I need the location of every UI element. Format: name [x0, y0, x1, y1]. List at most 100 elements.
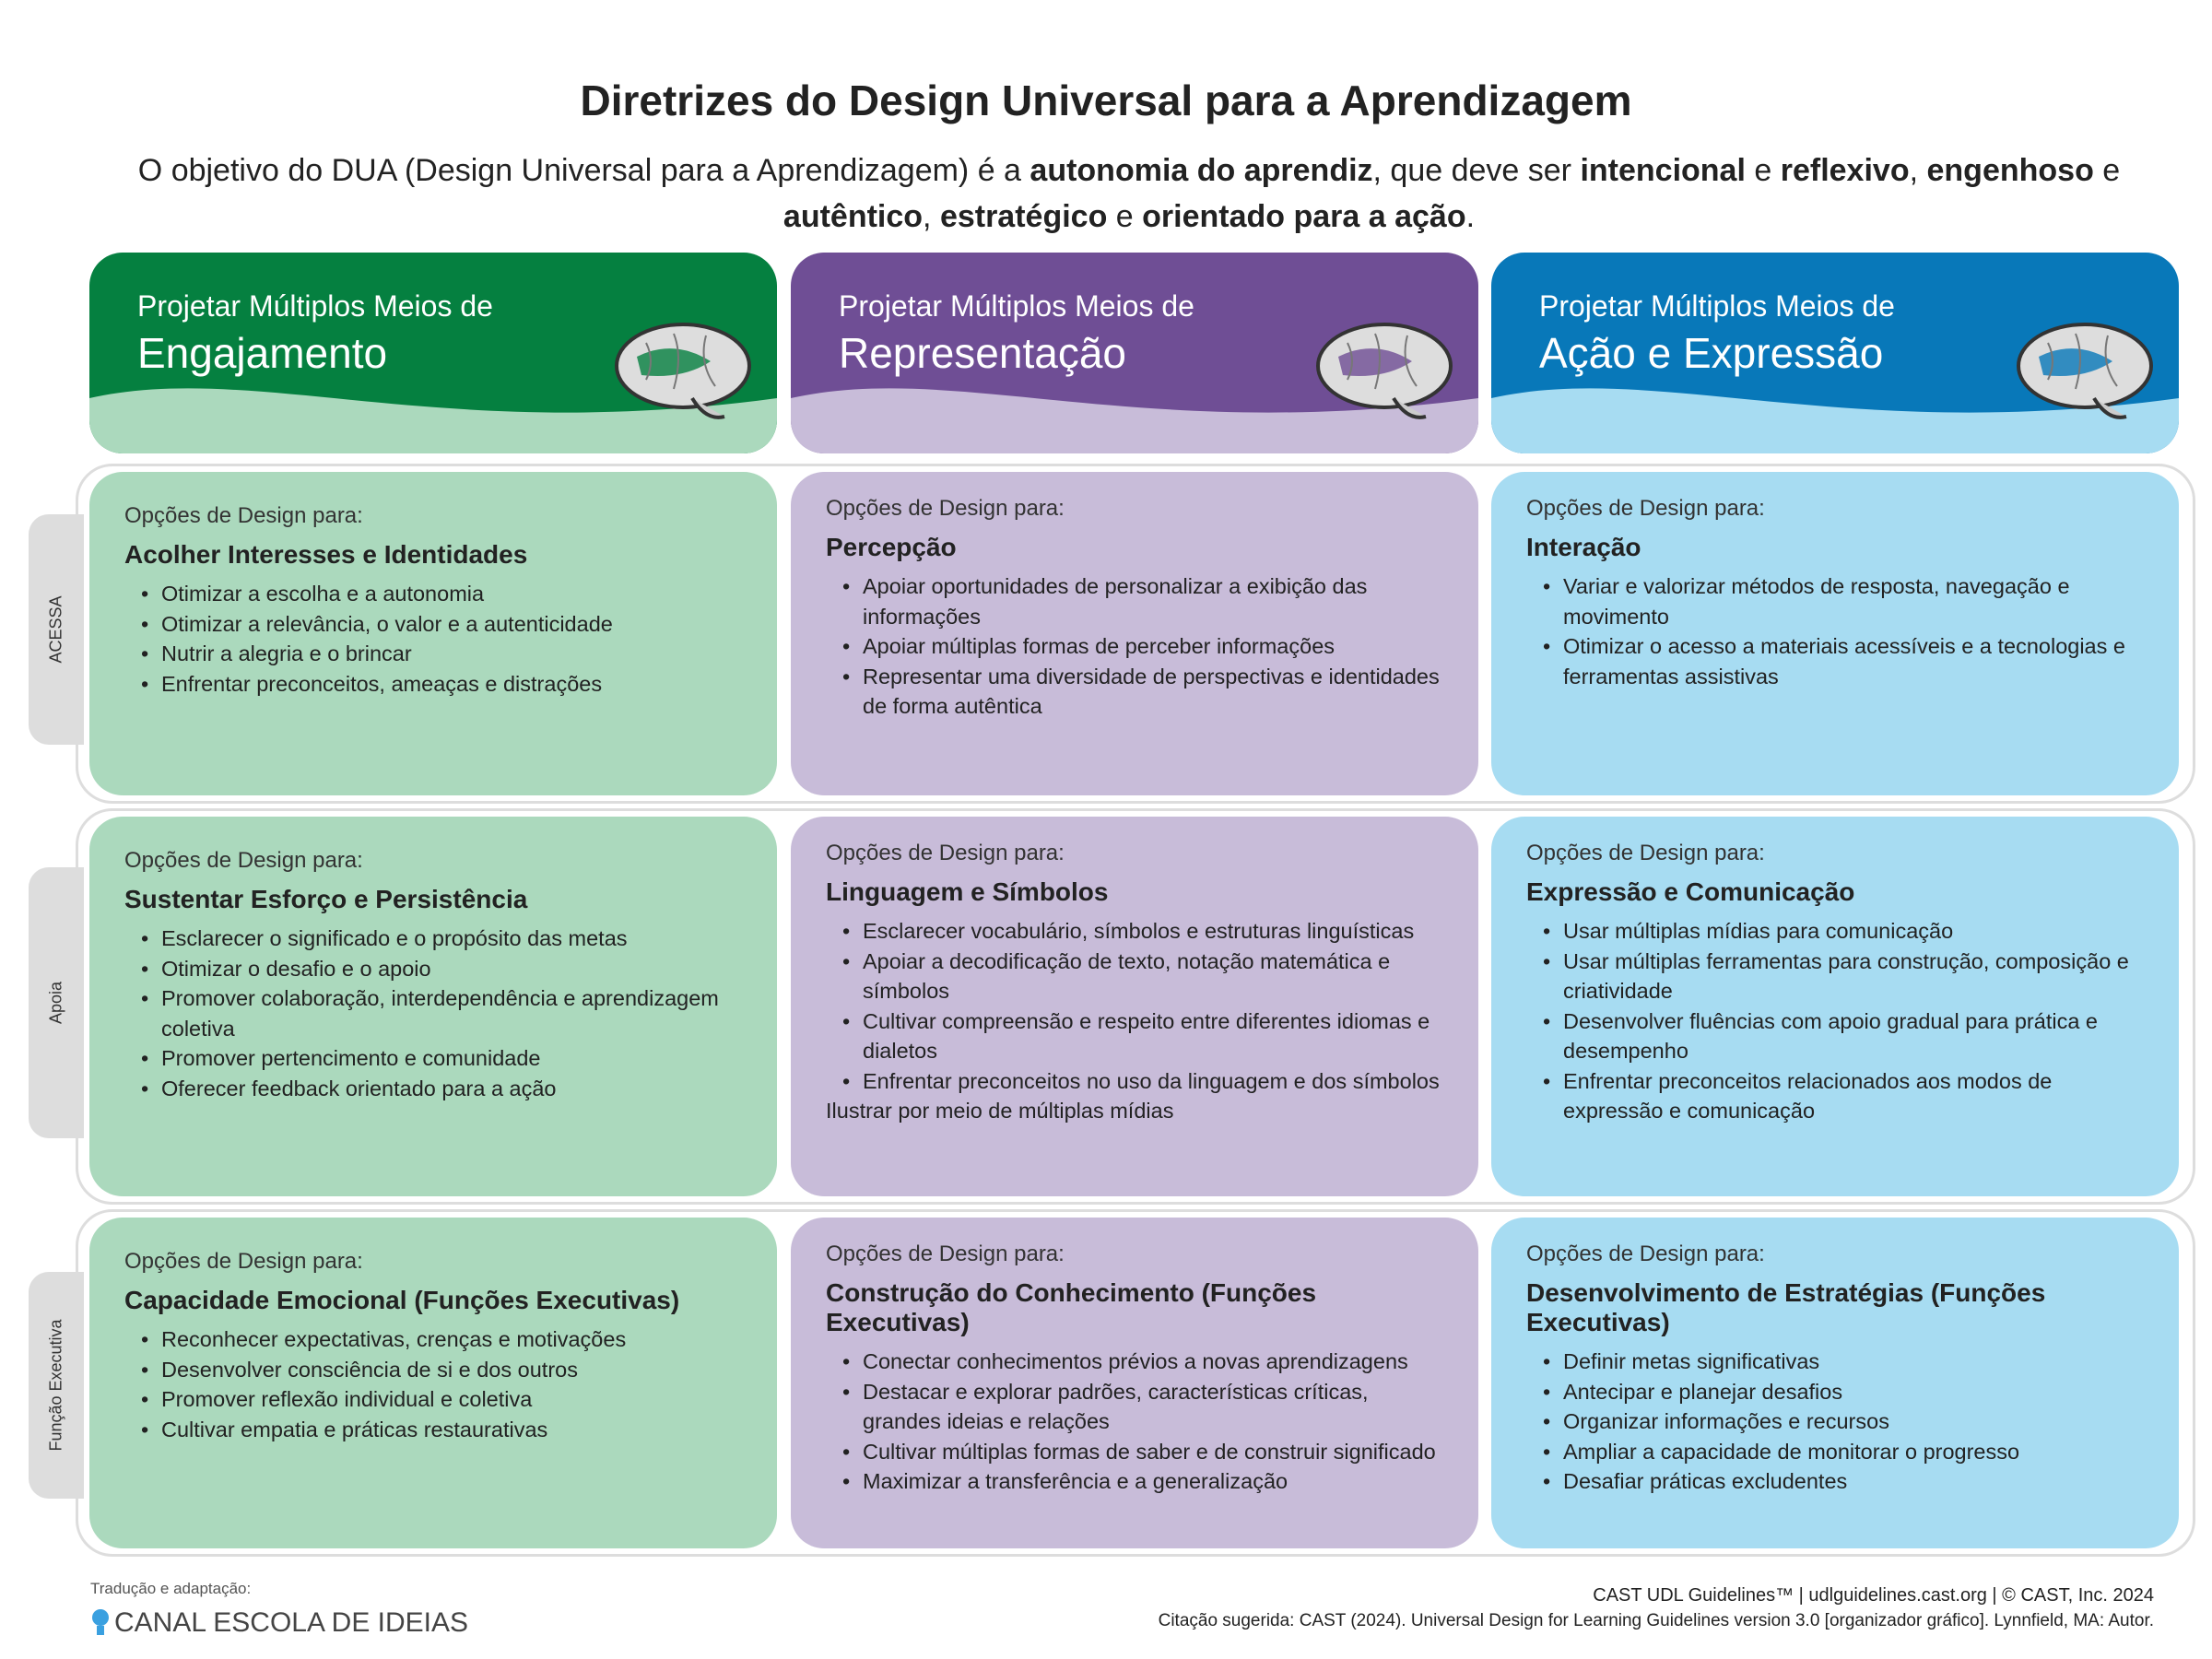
card-heading: Desenvolvimento de Estratégias (Funções … [1526, 1278, 2046, 1336]
list-item: Antecipar e planejar desafios [1543, 1377, 2146, 1407]
row-label: Apoia [46, 981, 65, 1025]
row-label-tab: ACESSA [29, 514, 84, 745]
wave-decoration [89, 388, 777, 453]
list-item: Ampliar a capacidade de monitorar o prog… [1543, 1437, 2146, 1467]
guideline-card-desenvolvimento-de-estrategias-funcoes-executivas: Opções de Design para: Desenvolvimento de… [1491, 1218, 2179, 1548]
column-header-engajamento: Projetar Múltiplos Meios de Engajamento [89, 253, 777, 453]
list-item: Enfrentar preconceitos no uso da linguag… [842, 1066, 1445, 1097]
list-item: Desafiar práticas excludentes [1543, 1466, 2146, 1497]
list-item: Cultivar empatia e práticas restaurativa… [141, 1415, 744, 1445]
consideration-list: Reconhecer expectativas, crenças e motiv… [141, 1324, 744, 1444]
guideline-card-linguagem-e-simbolos: Opções de Design para: Linguagem e Símbol… [791, 817, 1478, 1196]
citation-text: Citação sugerida: CAST (2024). Universal… [1158, 1611, 2154, 1630]
guideline-card-expressao-e-comunicacao: Opções de Design para: Expressão e Comuni… [1491, 817, 2179, 1196]
consideration-list: Apoiar oportunidades de personalizar a e… [842, 571, 1445, 722]
guideline-card-acolher-interesses-e-identidades: Opções de Design para: Acolher Interesses… [89, 472, 777, 795]
card-prefix: Opções de Design para: [1526, 496, 1765, 521]
card-heading: Sustentar Esforço e Persistência [124, 885, 528, 913]
list-item: Promover pertencimento e comunidade [141, 1043, 744, 1074]
card-heading: Interação [1526, 533, 1641, 561]
list-item: Organizar informações e recursos [1543, 1406, 2146, 1437]
list-item: Nutrir a alegria e o brincar [141, 639, 744, 669]
list-item: Esclarecer o significado e o propósito d… [141, 924, 744, 954]
brain-icon [615, 323, 751, 419]
list-item: Usar múltiplas ferramentas para construç… [1543, 947, 2146, 1006]
consideration-list: Definir metas significativasAntecipar e … [1543, 1347, 2146, 1497]
list-item: Apoiar a decodificação de texto, notação… [842, 947, 1445, 1006]
card-prefix: Opções de Design para: [826, 496, 1065, 521]
list-item: Definir metas significativas [1543, 1347, 2146, 1377]
card-heading: Percepção [826, 533, 957, 561]
list-item: Desenvolver consciência de si e dos outr… [141, 1355, 744, 1385]
page-title: Diretrizes do Design Universal para a Ap… [580, 76, 1632, 124]
guideline-card-percepcao: Opções de Design para: PercepçãoApoiar op… [791, 472, 1478, 795]
card-prefix: Opções de Design para: [1526, 841, 1765, 865]
card-prefix: Opções de Design para: [826, 841, 1065, 865]
card-heading: Capacidade Emocional (Funções Executivas… [124, 1286, 680, 1314]
list-item: Promover colaboração, interdependência e… [141, 983, 744, 1043]
column-header-prefix: Projetar Múltiplos Meios de [137, 289, 493, 323]
wave-decoration [791, 388, 1478, 453]
credit-text: CAST UDL Guidelines™ | udlguidelines.cas… [1593, 1585, 2154, 1606]
consideration-list: Esclarecer o significado e o propósito d… [141, 924, 744, 1103]
list-item: Conectar conhecimentos prévios a novas a… [842, 1347, 1445, 1377]
wave-decoration [1491, 388, 2179, 453]
list-item: Otimizar o acesso a materiais acessíveis… [1543, 631, 2146, 691]
card-heading: Construção do Conhecimento (Funções Exec… [826, 1278, 1317, 1336]
consideration-list: Conectar conhecimentos prévios a novas a… [842, 1347, 1445, 1497]
list-item: Reconhecer expectativas, crenças e motiv… [141, 1324, 744, 1355]
translation-label: Tradução e adaptação: [90, 1580, 252, 1597]
list-item: Oferecer feedback orientado para a ação [141, 1074, 744, 1104]
column-header-prefix: Projetar Múltiplos Meios de [1539, 289, 1895, 323]
card-prefix: Opções de Design para: [124, 503, 363, 528]
guideline-card-interacao: Opções de Design para: InteraçãoVariar e … [1491, 472, 2179, 795]
extra-item: Ilustrar por meio de múltiplas mídias [826, 1099, 1174, 1123]
list-item: Destacar e explorar padrões, característ… [842, 1377, 1445, 1437]
list-item: Desenvolver fluências com apoio gradual … [1543, 1006, 2146, 1066]
column-header-representacao: Projetar Múltiplos Meios de Representaçã… [791, 253, 1478, 453]
column-header-acao-e-expressao: Projetar Múltiplos Meios de Ação e Expre… [1491, 253, 2179, 453]
list-item: Apoiar oportunidades de personalizar a e… [842, 571, 1445, 631]
card-prefix: Opções de Design para: [124, 848, 363, 873]
lightbulb-icon [92, 1609, 109, 1635]
list-item: Promover reflexão individual e coletiva [141, 1384, 744, 1415]
consideration-list: Variar e valorizar métodos de resposta, … [1543, 571, 2146, 691]
row-label-tab: Apoia [29, 867, 84, 1138]
list-item: Usar múltiplas mídias para comunicação [1543, 916, 2146, 947]
list-item: Otimizar a relevância, o valor e a auten… [141, 609, 744, 640]
card-heading: Expressão e Comunicação [1526, 877, 1855, 906]
consideration-list: Otimizar a escolha e a autonomiaOtimizar… [141, 579, 744, 699]
list-item: Cultivar múltiplas formas de saber e de … [842, 1437, 1445, 1467]
consideration-list: Esclarecer vocabulário, símbolos e estru… [842, 916, 1445, 1096]
list-item: Otimizar o desafio e o apoio [141, 954, 744, 984]
list-item: Variar e valorizar métodos de resposta, … [1543, 571, 2146, 631]
list-item: Enfrentar preconceitos relacionados aos … [1543, 1066, 2146, 1126]
row-label: ACESSA [46, 595, 65, 664]
row-label-tab: Função Executiva [29, 1272, 84, 1499]
guideline-card-capacidade-emocional-funcoes-executivas: Opções de Design para: Capacidade Emocion… [89, 1218, 777, 1548]
guideline-card-construcao-do-conhecimento-funcoes-executivas: Opções de Design para: Construção do Conh… [791, 1218, 1478, 1548]
list-item: Otimizar a escolha e a autonomia [141, 579, 744, 609]
row-label: Função Executiva [46, 1319, 65, 1452]
page-subtitle: O objetivo do DUA (Design Universal para… [137, 153, 2121, 234]
brain-icon [1316, 323, 1453, 419]
list-item: Apoiar múltiplas formas de perceber info… [842, 631, 1445, 662]
card-prefix: Opções de Design para: [826, 1241, 1065, 1266]
column-header-title: Engajamento [137, 329, 388, 377]
card-prefix: Opções de Design para: [124, 1249, 363, 1274]
column-header-title: Representação [839, 329, 1126, 377]
guideline-card-sustentar-esforco-e-persistencia: Opções de Design para: Sustentar Esforço … [89, 817, 777, 1196]
list-item: Cultivar compreensão e respeito entre di… [842, 1006, 1445, 1066]
card-prefix: Opções de Design para: [1526, 1241, 1765, 1266]
card-heading: Linguagem e Símbolos [826, 877, 1109, 906]
logo-text: CANAL ESCOLA DE IDEIAS [114, 1607, 469, 1638]
list-item: Enfrentar preconceitos, ameaças e distra… [141, 669, 744, 700]
brain-icon [2017, 323, 2153, 419]
card-heading: Acolher Interesses e Identidades [124, 540, 528, 569]
list-item: Esclarecer vocabulário, símbolos e estru… [842, 916, 1445, 947]
list-item: Maximizar a transferência e a generaliza… [842, 1466, 1445, 1497]
consideration-list: Usar múltiplas mídias para comunicaçãoUs… [1543, 916, 2146, 1126]
list-item: Representar uma diversidade de perspecti… [842, 662, 1445, 722]
column-header-title: Ação e Expressão [1539, 329, 1884, 377]
canal-escola-logo: CANAL ESCOLA DE IDEIAS [90, 1607, 468, 1639]
